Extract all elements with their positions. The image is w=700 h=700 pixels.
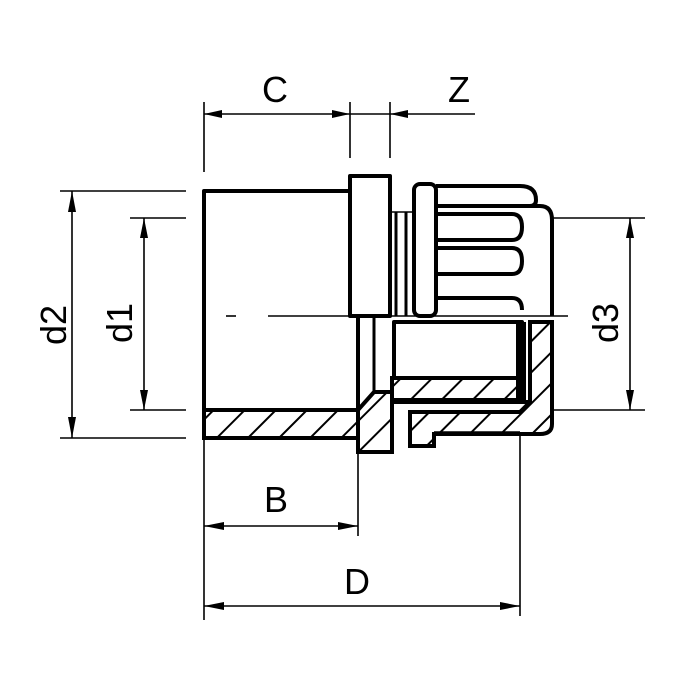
dimension-b: B: [203, 438, 359, 620]
dimension-label-d: D: [344, 561, 370, 602]
dimension-d2: d2: [33, 190, 186, 439]
dimension-c: C: [203, 69, 475, 172]
dimension-label-d1: d1: [99, 303, 140, 343]
fitting-section-view: [202, 316, 554, 454]
dimension-label-b: B: [264, 479, 288, 520]
dimension-label-d2: d2: [33, 305, 74, 345]
dimension-z: Z: [448, 69, 470, 110]
dimension-label-z: Z: [448, 69, 470, 110]
fitting-exterior-view: [202, 174, 568, 438]
dimension-label-d3: d3: [585, 303, 626, 343]
dimension-d1: d1: [99, 217, 186, 411]
dimension-label-c: C: [262, 69, 288, 110]
dimension-d3: d3: [553, 217, 645, 411]
dimension-d: D: [204, 432, 521, 616]
